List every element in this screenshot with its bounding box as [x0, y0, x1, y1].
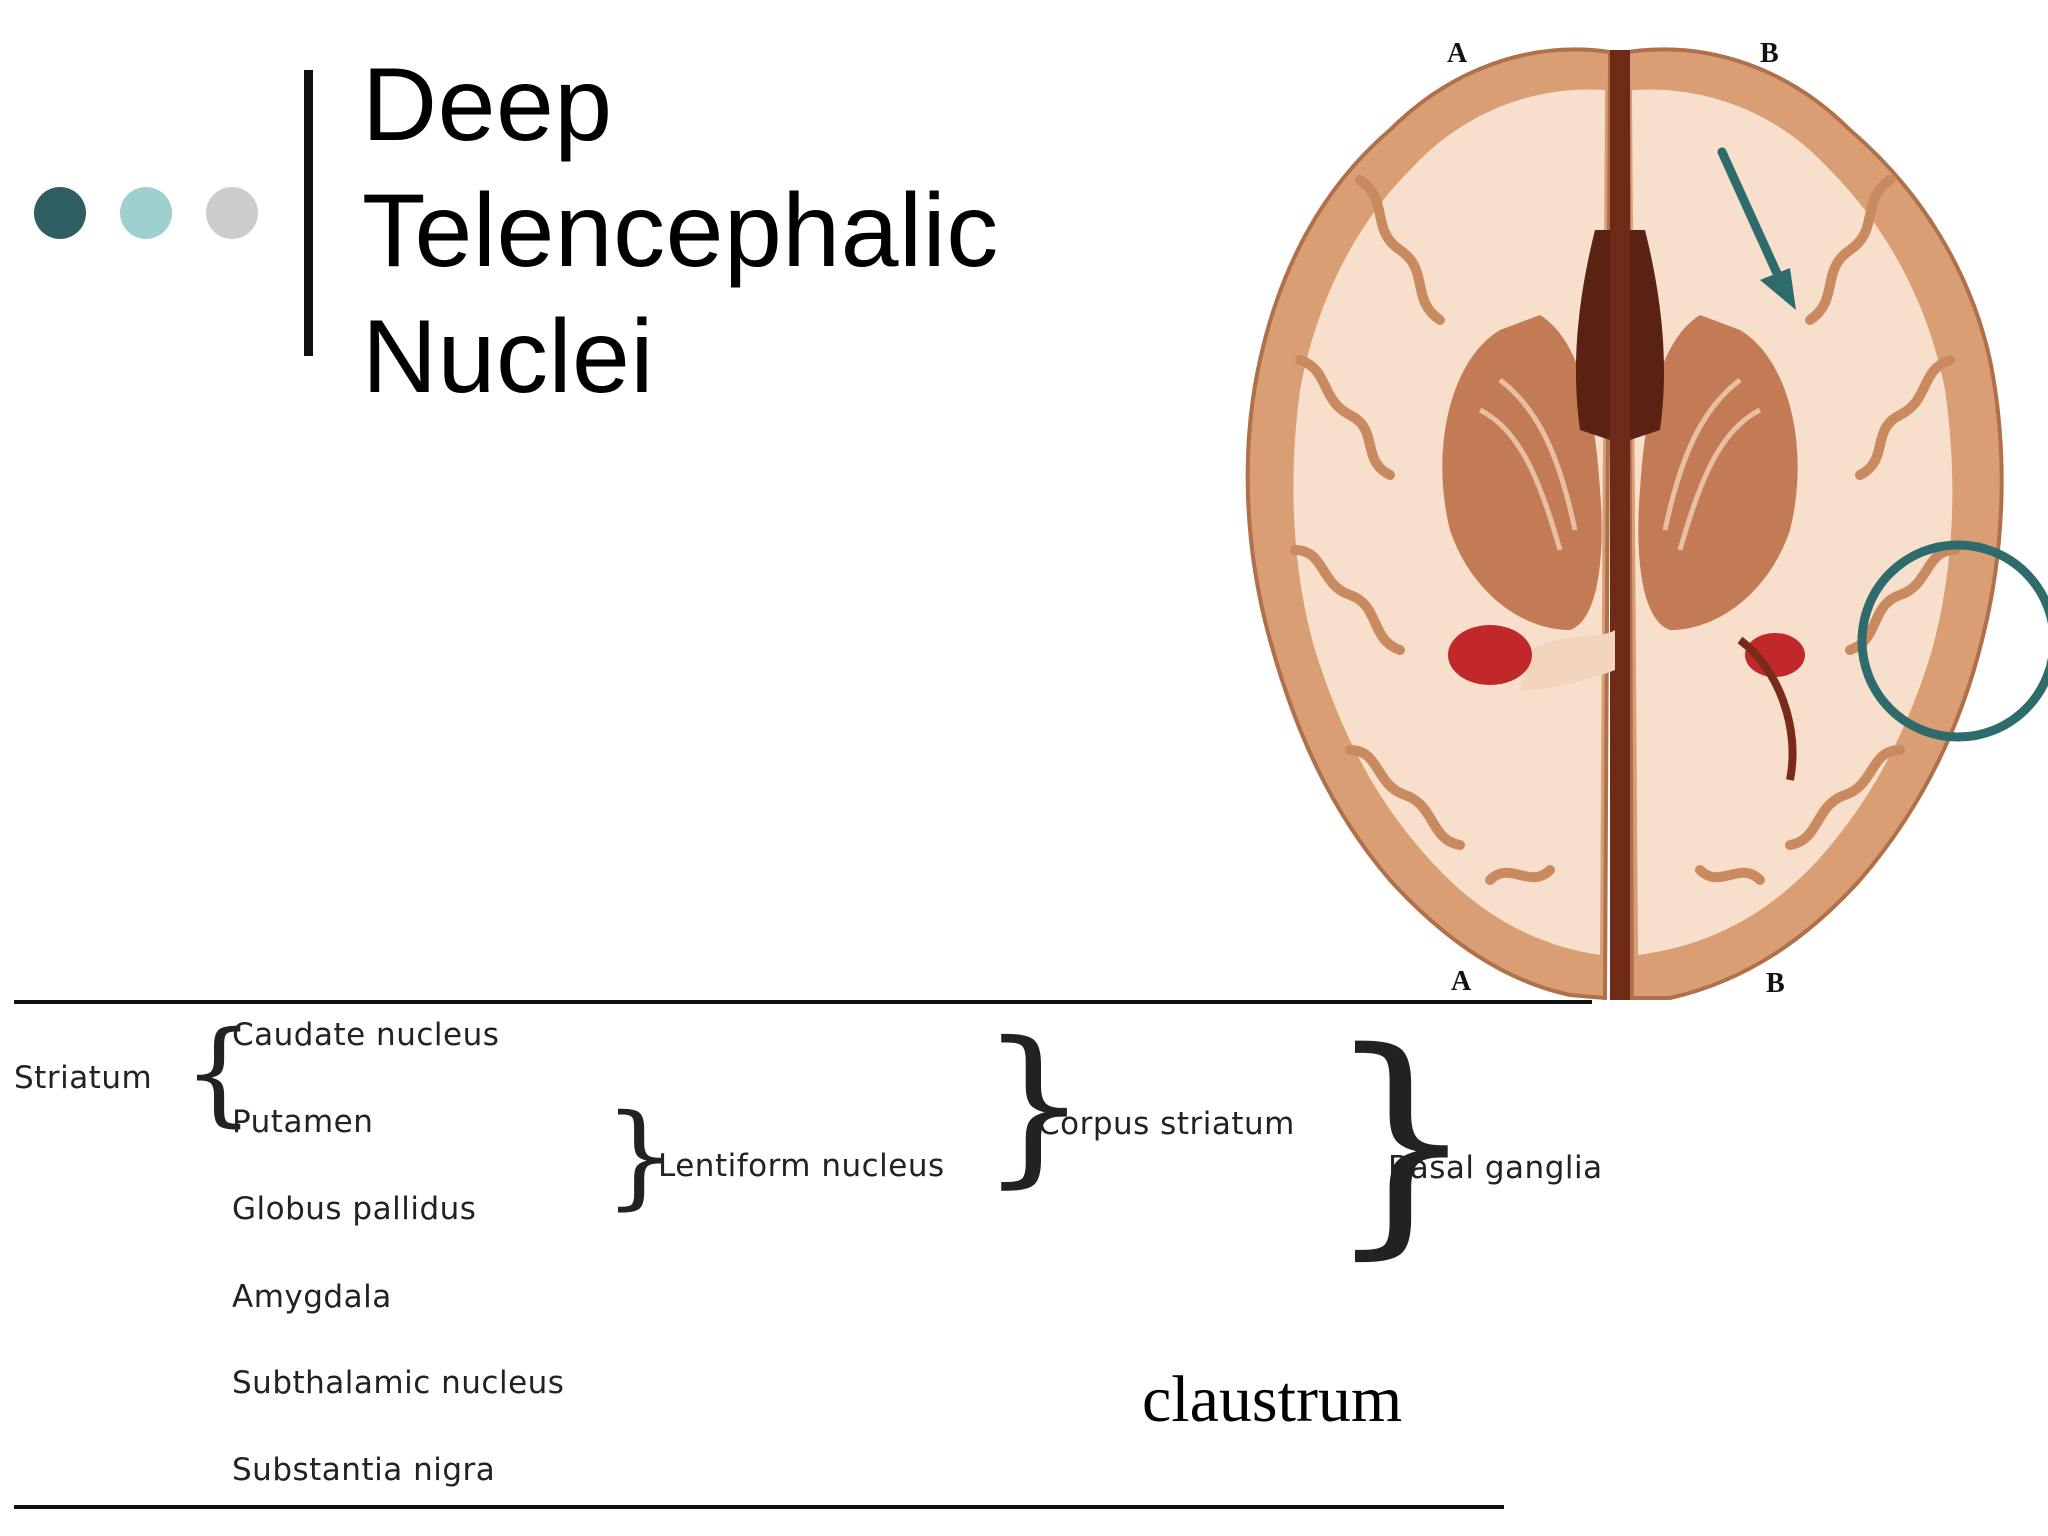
label-a-top: A [1447, 38, 1468, 69]
slide-title: Deep Telencephalic Nuclei [362, 42, 999, 420]
group-striatum: Striatum [14, 1060, 153, 1096]
item-putamen: Putamen [232, 1104, 374, 1140]
left-basal-ganglia [1442, 315, 1602, 630]
table-top-rule [14, 1000, 1592, 1004]
bullet-dot-light [120, 187, 172, 239]
title-line-3: Nuclei [362, 299, 654, 415]
item-substantia-nigra: Substantia nigra [232, 1452, 496, 1488]
item-globus-pallidus: Globus pallidus [232, 1191, 477, 1227]
label-a-bottom: A [1451, 966, 1472, 997]
internal-capsule-striations [1478, 378, 1762, 551]
item-amygdala: Amygdala [232, 1279, 392, 1315]
label-b-bottom: B [1766, 968, 1785, 999]
group-lentiform: Lentiform nucleus [658, 1148, 945, 1184]
right-basal-ganglia [1638, 315, 1798, 630]
claustrum-note: claustrum [1142, 1363, 1403, 1436]
longitudinal-fissure [1610, 50, 1630, 1000]
right-white-matter [1632, 89, 1953, 956]
title-line-2: Telencephalic [362, 173, 999, 289]
posterior-horn [1737, 636, 1797, 781]
right-choroid-plexus [1745, 633, 1805, 677]
corpus-callosum-splenium [1520, 630, 1615, 690]
lentiform-brace: } [604, 1091, 676, 1221]
group-corpus-striatum: Corpus striatum [1038, 1106, 1295, 1142]
title-line-1: Deep [362, 47, 613, 163]
teal-circle [1857, 540, 2048, 742]
basal-brace: } [1325, 1000, 1478, 1280]
item-subthalamic: Subthalamic nucleus [232, 1365, 565, 1401]
item-caudate: Caudate nucleus [232, 1017, 500, 1053]
corpus-brace: } [980, 1006, 1089, 1204]
title-divider [304, 70, 313, 356]
bullet-dot-dark [34, 187, 86, 239]
striatum-brace: { [183, 1008, 255, 1138]
label-b-top: B [1760, 38, 1779, 69]
table-bottom-rule [14, 1505, 1504, 1509]
cortical-gyri [1290, 175, 1960, 885]
brain-axial-section-illustration: A B A B [1245, 38, 2048, 1001]
teal-arrow [1717, 147, 1796, 310]
bullet-dot-gray [206, 187, 258, 239]
left-choroid-plexus [1448, 625, 1532, 685]
group-basal-ganglia: Basal ganglia [1388, 1150, 1603, 1186]
ventricles [1575, 230, 1665, 440]
